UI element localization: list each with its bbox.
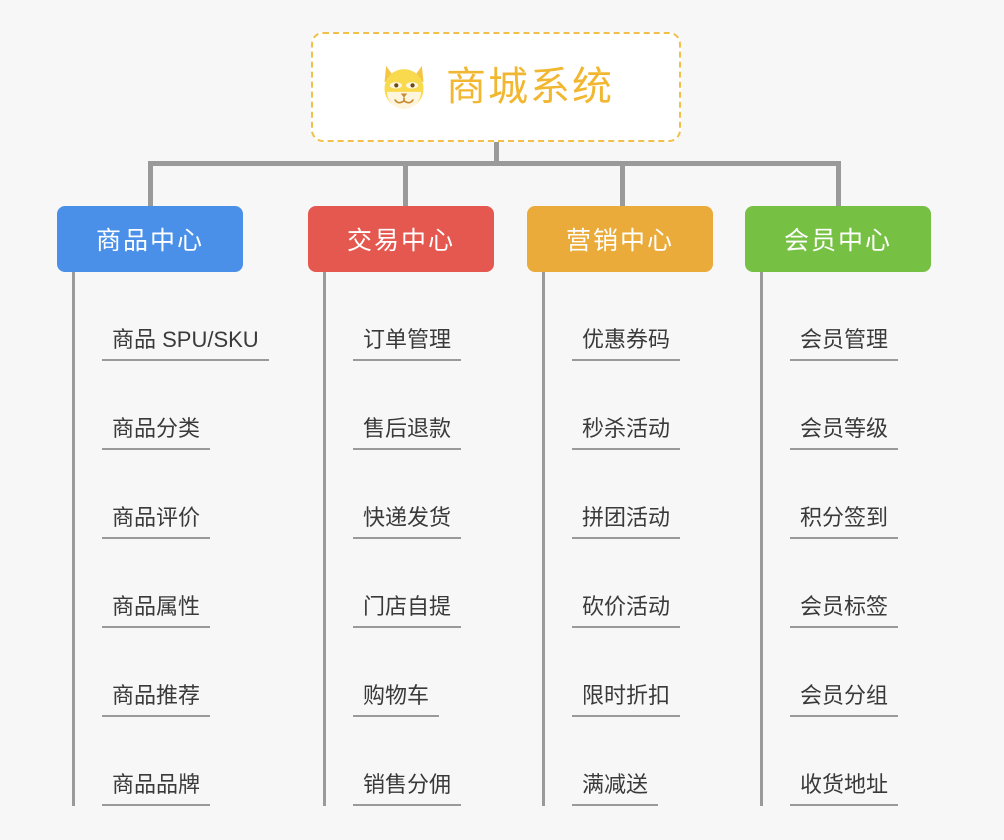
leaf-label: 订单管理 — [353, 326, 462, 361]
leaf-label: 满减送 — [572, 771, 659, 806]
column-marketing: 优惠券码 秒杀活动 拼团活动 砍价活动 限时折扣 满减送 — [542, 272, 681, 806]
leaf-label: 商品 SPU/SKU — [102, 326, 269, 361]
leaf-label: 商品分类 — [102, 415, 211, 450]
leaf-label: 积分签到 — [790, 504, 899, 539]
connector-root-stem — [494, 142, 499, 164]
leaf-label: 商品品牌 — [102, 771, 211, 806]
leaf-item[interactable]: 快递发货 — [323, 450, 462, 539]
category-label: 交易中心 — [346, 227, 455, 255]
leaf-label: 会员等级 — [790, 415, 899, 450]
leaf-item[interactable]: 销售分佣 — [323, 717, 462, 806]
leaf-item[interactable]: 砍价活动 — [542, 539, 681, 628]
column-member: 会员管理 会员等级 积分签到 会员标签 会员分组 收货地址 — [760, 272, 899, 806]
leaf-item[interactable]: 商品分类 — [72, 361, 269, 450]
column-trunk — [760, 272, 763, 806]
connector-drop-1 — [148, 161, 153, 206]
leaf-item[interactable]: 订单管理 — [323, 272, 462, 361]
connector-drop-4 — [836, 161, 841, 206]
leaf-item[interactable]: 限时折扣 — [542, 628, 681, 717]
leaf-label: 商品推荐 — [102, 682, 211, 717]
column-trunk — [72, 272, 75, 806]
leaf-label: 会员标签 — [790, 593, 899, 628]
leaf-label: 购物车 — [353, 682, 440, 717]
leaf-label: 门店自提 — [353, 593, 462, 628]
leaf-label: 销售分佣 — [353, 771, 462, 806]
leaf-item[interactable]: 售后退款 — [323, 361, 462, 450]
category-label: 营销中心 — [565, 227, 674, 255]
leaf-item[interactable]: 收货地址 — [760, 717, 899, 806]
leaf-item[interactable]: 会员分组 — [760, 628, 899, 717]
leaf-label: 收货地址 — [790, 771, 899, 806]
root-title: 商城系统 — [446, 65, 614, 109]
connector-drop-3 — [620, 161, 625, 206]
leaf-label: 快递发货 — [353, 504, 462, 539]
leaf-item[interactable]: 秒杀活动 — [542, 361, 681, 450]
leaf-item[interactable]: 购物车 — [323, 628, 461, 717]
leaf-item[interactable]: 商品 SPU/SKU — [72, 272, 269, 361]
leaf-item[interactable]: 拼团活动 — [542, 450, 681, 539]
leaf-item[interactable]: 门店自提 — [323, 539, 462, 628]
leaf-item[interactable]: 商品品牌 — [72, 717, 269, 806]
leaf-label: 秒杀活动 — [572, 415, 681, 450]
leaf-item[interactable]: 会员等级 — [760, 361, 899, 450]
connector-horizontal-bus — [150, 161, 840, 166]
leaf-item[interactable]: 优惠券码 — [542, 272, 681, 361]
leaf-label: 砍价活动 — [572, 593, 681, 628]
leaf-item[interactable]: 商品评价 — [72, 450, 269, 539]
category-label: 会员中心 — [783, 227, 892, 255]
column-trade: 订单管理 售后退款 快递发货 门店自提 购物车 销售分佣 — [323, 272, 462, 806]
leaf-item[interactable]: 满减送 — [542, 717, 680, 806]
column-trunk — [323, 272, 326, 806]
leaf-label: 售后退款 — [353, 415, 462, 450]
leaf-item[interactable]: 商品属性 — [72, 539, 269, 628]
column-trunk — [542, 272, 545, 806]
category-box-marketing[interactable]: 营销中心 — [527, 206, 713, 272]
leaf-item[interactable]: 积分签到 — [760, 450, 899, 539]
shiba-dog-face-icon — [384, 65, 424, 109]
leaf-label: 优惠券码 — [572, 326, 681, 361]
category-box-member[interactable]: 会员中心 — [745, 206, 931, 272]
leaf-label: 限时折扣 — [572, 682, 681, 717]
category-box-product[interactable]: 商品中心 — [57, 206, 243, 272]
category-label: 商品中心 — [95, 227, 204, 255]
category-box-trade[interactable]: 交易中心 — [308, 206, 494, 272]
leaf-label: 商品评价 — [102, 504, 211, 539]
leaf-label: 商品属性 — [102, 593, 211, 628]
root-node[interactable]: 商城系统 — [311, 32, 681, 142]
leaf-item[interactable]: 商品推荐 — [72, 628, 269, 717]
leaf-label: 会员管理 — [790, 326, 899, 361]
leaf-label: 拼团活动 — [572, 504, 681, 539]
leaf-label: 会员分组 — [790, 682, 899, 717]
leaf-item[interactable]: 会员管理 — [760, 272, 899, 361]
leaf-item[interactable]: 会员标签 — [760, 539, 899, 628]
column-product: 商品 SPU/SKU 商品分类 商品评价 商品属性 商品推荐 商品品牌 — [72, 272, 269, 806]
connector-drop-2 — [403, 161, 408, 206]
